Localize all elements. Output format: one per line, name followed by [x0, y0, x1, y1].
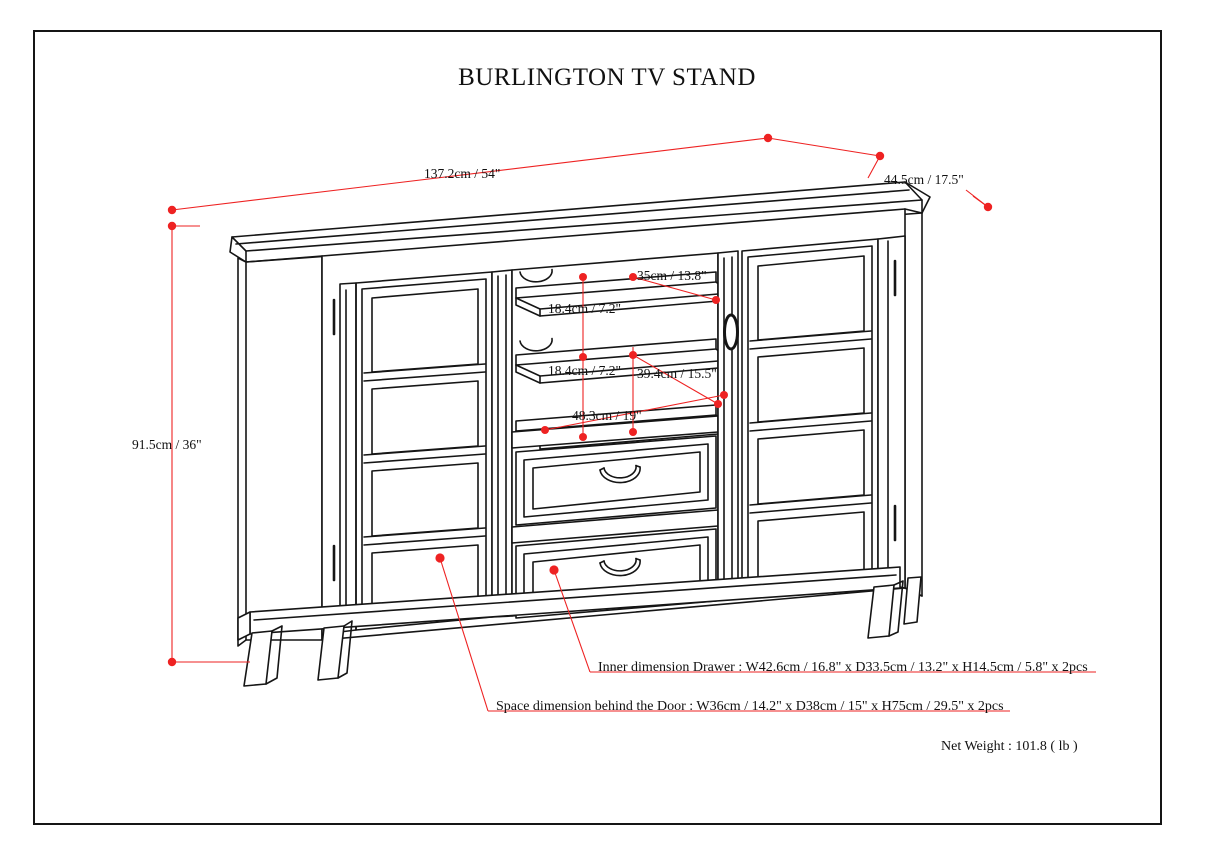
note-net-weight: Net Weight : 101.8 ( lb ) [941, 739, 1078, 754]
center-stile-right [717, 250, 739, 601]
note-leader-door [439, 557, 1010, 712]
dimension-width [171, 137, 881, 211]
dimension-center-width [544, 394, 725, 431]
center-stile-left [491, 269, 513, 618]
right-door [723, 238, 879, 597]
page-title: BURLINGTON TV STAND [458, 64, 756, 91]
page-border [33, 30, 1162, 825]
dimension-endpoints [167, 133, 993, 667]
dimension-label-shelf-lower: 18.4cm / 7.2" [548, 363, 622, 378]
base-and-legs [237, 566, 922, 687]
dimension-label-depth: 44.5cm / 17.5" [884, 172, 964, 187]
dimension-height [171, 225, 250, 663]
note-leader-drawer [553, 569, 1096, 673]
dimension-top-shelf [632, 276, 717, 301]
dimension-label-shelf-upper: 18.4cm / 7.2" [548, 301, 622, 316]
dimension-mid-section [632, 354, 719, 405]
right-side-panel [877, 235, 906, 589]
left-door [339, 271, 509, 633]
note-drawer-inner-dimension: Inner dimension Drawer : W42.6cm / 16.8"… [598, 660, 1088, 675]
dimension-label-center-width: 48.3cm / 19" [572, 408, 642, 423]
note-door-space-dimension: Space dimension behind the Door : W36cm … [496, 699, 1004, 714]
top-panel [229, 181, 931, 263]
dimension-label-top-shelf-depth: 35cm / 13.8" [637, 268, 707, 283]
drawer-upper [515, 435, 717, 526]
dimension-label-height: 91.5cm / 36" [132, 437, 202, 452]
dimension-label-mid-section: 39.4cm / 15.5" [637, 366, 717, 381]
dimension-lines [171, 137, 1096, 712]
dimension-label-width: 137.2cm / 54" [424, 166, 501, 181]
